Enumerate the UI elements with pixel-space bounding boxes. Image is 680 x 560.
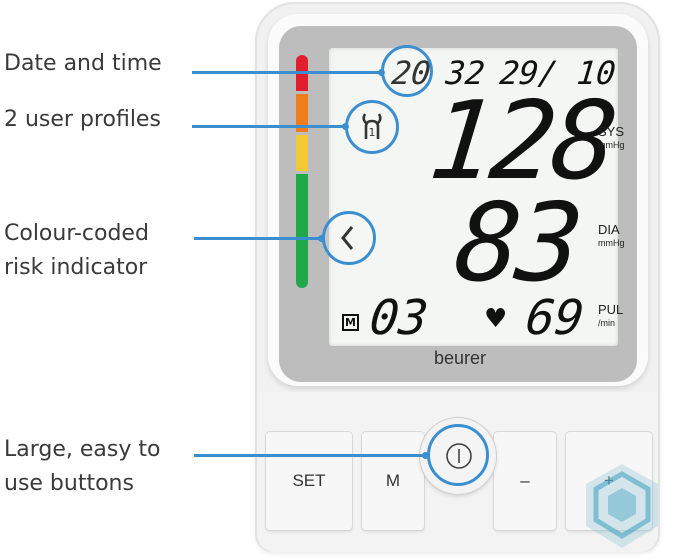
connector-date-time (192, 69, 385, 76)
dia-unit: mmHg (598, 238, 625, 248)
memory-button[interactable]: M (362, 432, 424, 530)
annotation-risk-line2: risk indicator (4, 255, 148, 280)
annotation-buttons-line1: Large, easy to (4, 437, 161, 462)
pulse-value: 69 (523, 290, 587, 346)
set-button[interactable]: SET (266, 432, 352, 530)
watermark-logo-icon (586, 464, 658, 548)
connector-risk (194, 235, 325, 242)
connector-buttons (194, 452, 429, 459)
diastolic-value: 83 (449, 181, 585, 306)
risk-bar-orange (296, 94, 308, 132)
brand-logo: beurer (433, 348, 487, 368)
ring-user-profiles (345, 100, 399, 154)
heart-icon: ♥ (484, 304, 508, 334)
ring-risk (322, 211, 376, 265)
memory-number: 03 (367, 290, 431, 346)
annotation-user-profiles: 2 user profiles (4, 107, 161, 132)
risk-bar-yellow (296, 135, 308, 171)
pul-unit: /min (598, 318, 616, 328)
memory-indicator: M (342, 314, 359, 331)
annotation-buttons-line2: use buttons (4, 471, 134, 496)
lcd-screen (329, 48, 618, 346)
sys-label: SYS (598, 124, 625, 139)
ring-power (427, 424, 489, 486)
minus-button[interactable]: – (494, 432, 556, 530)
annotation-date-time: Date and time (4, 51, 162, 76)
pul-label: PUL (598, 302, 624, 317)
dia-label: DIA (598, 222, 620, 237)
risk-bar-green (296, 174, 308, 288)
sys-unit: mmHg (598, 140, 625, 150)
ring-date-time (381, 45, 433, 97)
connector-user-profiles (192, 123, 349, 130)
annotation-risk-line1: Colour-coded (4, 221, 149, 246)
